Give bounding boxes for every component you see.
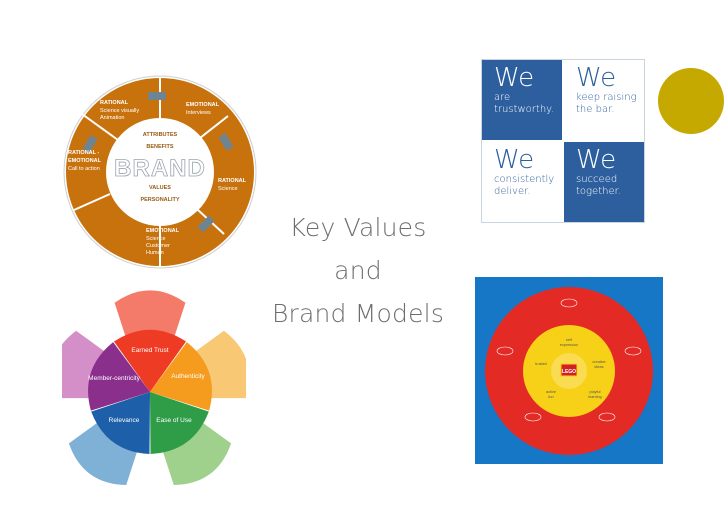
segment-top-right-line: Interviews [186,110,211,116]
segment-bottom-line: Science [146,236,166,242]
petal-inner-4 [91,392,150,454]
cycle-arrows [82,92,234,233]
brand-center-text: BRAND [114,155,206,182]
lego-inner-label: expression [560,343,578,347]
segment-top-left-line: Science visually [100,108,139,114]
segment-bottom-line: Human [146,250,164,256]
lego-inner-label: active [546,390,556,394]
accent-circle [658,68,724,134]
lego-logo-icon [560,363,578,377]
petal-inner-5 [88,342,150,411]
segment-left-title: RATIONAL - [68,150,99,156]
we-tile-line: keep raising [576,92,637,103]
we-tile-line: trustworthy. [494,104,554,115]
inner-label: ATTRIBUTES [143,132,178,138]
inner-label: PERSONALITY [140,197,179,203]
slide-title: Key Values and Brand Models [258,206,458,335]
segment-top-right-title: EMOTIONAL [186,102,220,108]
we-tile-heading: We [576,145,617,175]
segment-bottom-title: EMOTIONAL [146,228,180,234]
lego-values-diagram: LEGO self expression creative ideas play… [475,277,663,464]
lego-inner-label: ideas [594,365,603,369]
segment-left-title: EMOTIONAL [68,158,102,164]
segment-top-left-title: RATIONAL [100,100,129,106]
petal-label: Member-centricity [88,375,140,382]
petal-label: Earned Trust [131,347,168,354]
lego-inner-label: creative [592,360,605,364]
petal-label: Relevance [109,417,140,424]
we-tile-line: are [494,92,511,103]
we-tile-heading: We [576,63,617,93]
petal-label: Authenticity [171,373,205,380]
title-line-1: Key Values [289,213,427,242]
segment-bottom-line: Customer [146,243,170,249]
lego-logo-text: LEGO [562,369,576,375]
lego-inner-label: playful [590,390,601,394]
petal-inner-2 [150,342,212,411]
title-line-2: and [334,256,382,285]
we-tile-heading: We [494,145,535,175]
lego-bubbles [496,298,642,422]
we-tile-line: the bar. [576,104,615,115]
lego-inner-label: self [566,338,573,342]
segment-top-left-line: Animation [100,115,124,121]
petal-inner-3 [150,392,209,454]
we-tile-line: deliver. [494,186,531,197]
segment-right-line: Science [218,186,238,192]
petal-outer-1 [114,290,186,340]
inner-label: VALUES [149,185,171,191]
lego-inner-label: trusted [535,362,547,366]
brand-wheel-diagram: RATIONAL Science visually Animation EMOT… [63,75,257,269]
lego-inner-label: fun [548,395,553,399]
inner-label: BENEFITS [146,144,174,150]
petal-label: Ease of Use [156,417,192,424]
petal-inner-1 [113,329,187,392]
we-tile-line: succeed [576,174,618,185]
segment-left-line: Call to action [68,166,100,172]
lego-inner-label: learning [588,395,602,399]
title-line-3: Brand Models [271,299,445,328]
segment-right-title: RATIONAL [218,178,247,184]
we-tile-heading: We [494,63,535,93]
we-tile-line: consistently [494,174,555,185]
we-tile-line: together. [576,186,621,197]
